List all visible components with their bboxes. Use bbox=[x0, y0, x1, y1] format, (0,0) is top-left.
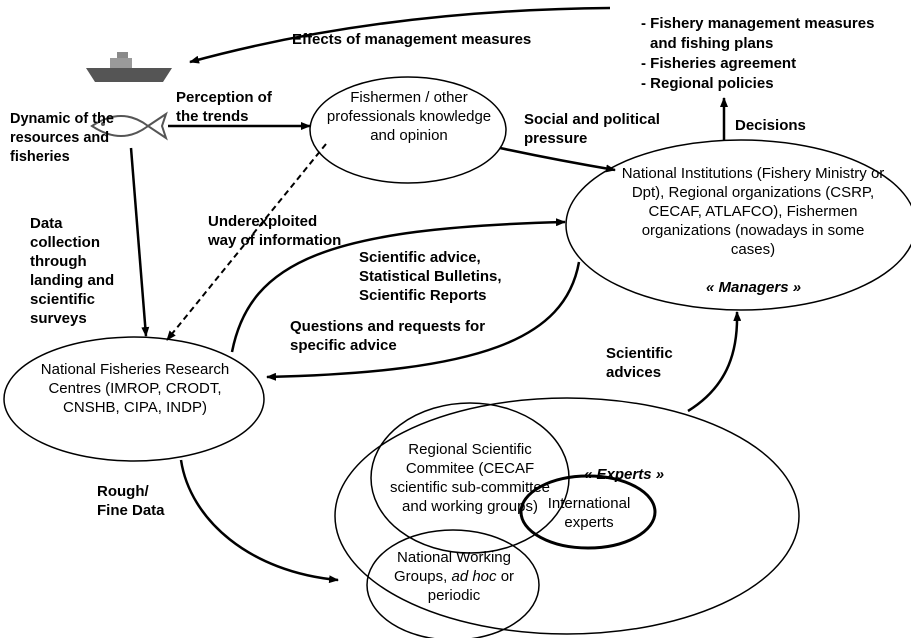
national-wg-node bbox=[366, 529, 540, 638]
scientific-advices-arrow bbox=[687, 311, 742, 413]
national-wg-label: National Working Groups, ad hoc or perio… bbox=[386, 548, 522, 605]
rough-data-arrow bbox=[179, 459, 339, 584]
boat-icon bbox=[86, 52, 172, 82]
perception-label: Perception of the trends bbox=[176, 89, 272, 125]
national-wg-adhoc: ad hoc bbox=[451, 568, 497, 585]
questions-label: Questions and requests for specific advi… bbox=[290, 318, 486, 354]
national-wg-text-1: National Working Groups, bbox=[393, 549, 511, 585]
data-collection-arrow bbox=[129, 147, 150, 337]
fishermen-node bbox=[309, 76, 507, 184]
research-centres-node bbox=[3, 336, 265, 462]
decisions-label: Decisions bbox=[735, 117, 806, 134]
national-institutions-node bbox=[565, 139, 911, 311]
output-item: Regional policies bbox=[641, 74, 896, 94]
underexploited-arrow bbox=[166, 143, 327, 341]
scientific-advice-arrow bbox=[230, 218, 566, 353]
rough-data-label: Rough/ Fine Data bbox=[97, 483, 165, 519]
managers-tag: « Managers » bbox=[706, 279, 802, 296]
outputs-list: Fishery management measures and fishing … bbox=[641, 14, 896, 94]
underexploited-label: Underexploited way of information bbox=[208, 213, 342, 249]
experts-group-node bbox=[334, 397, 800, 635]
national-institutions-label: National Institutions (Fishery Ministry … bbox=[621, 165, 885, 258]
scientific-advice-label: Scientific advice, Statistical Bulletins… bbox=[359, 249, 502, 304]
research-centres-label: National Fisheries Research Centres (IMR… bbox=[40, 361, 230, 416]
effects-arrow bbox=[189, 6, 611, 64]
fishermen-label: Fishermen / other professionals knowledg… bbox=[326, 89, 492, 144]
data-collection-label: Data collection through landing and scie… bbox=[30, 215, 115, 327]
output-item: Fishery management measures and fishing … bbox=[641, 14, 896, 54]
fish-icon bbox=[90, 111, 168, 141]
output-item: Fisheries agreement bbox=[641, 54, 896, 74]
scientific-advices-label: Scientific advices bbox=[606, 345, 673, 381]
international-experts-label: International experts bbox=[547, 495, 631, 531]
dynamic-label: Dynamic of the resources and fisheries bbox=[10, 111, 114, 165]
regional-committee-label: Regional Scientific Commitee (CECAF scie… bbox=[389, 441, 551, 515]
social-pressure-arrow bbox=[499, 146, 616, 173]
effects-label: Effects of management measures bbox=[292, 31, 532, 48]
experts-tag: « Experts » bbox=[584, 466, 665, 483]
social-pressure-label: Social and political pressure bbox=[524, 111, 660, 147]
national-wg-text-2: or periodic bbox=[427, 568, 515, 604]
questions-arrow bbox=[266, 261, 581, 381]
international-experts-node bbox=[519, 474, 657, 550]
